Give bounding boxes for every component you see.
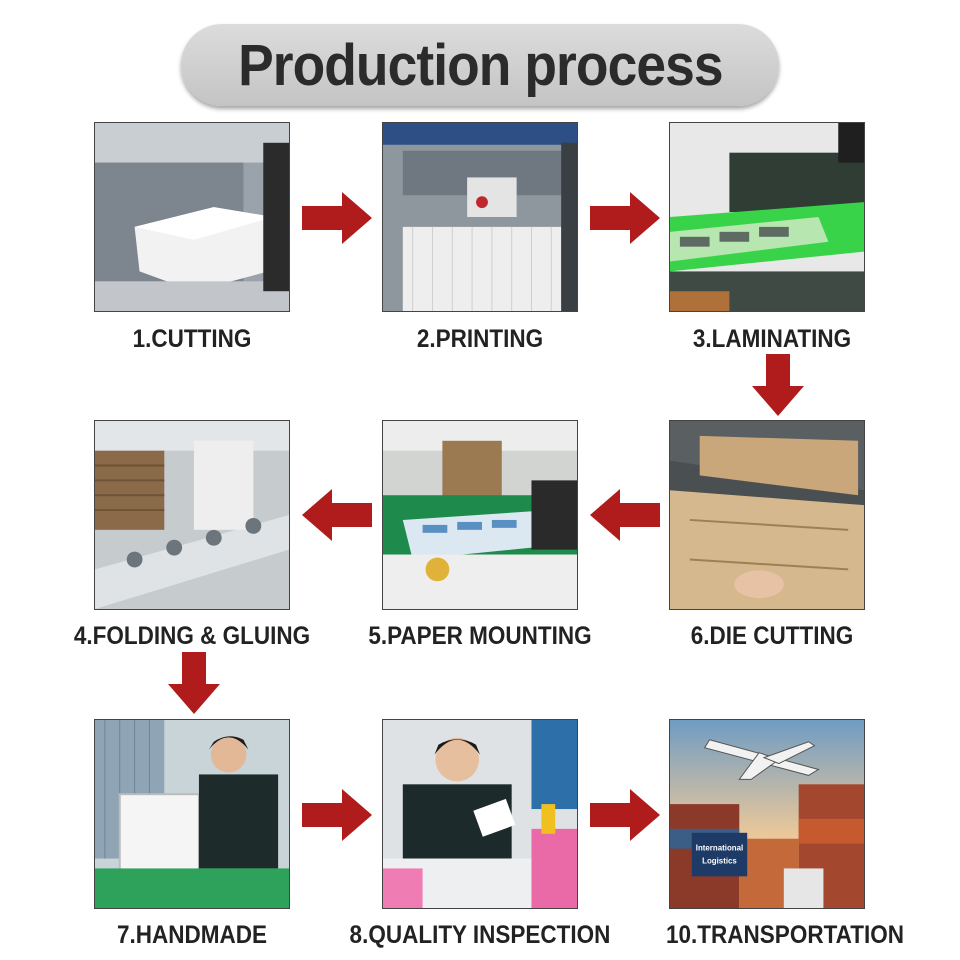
photo-cutting xyxy=(94,122,290,312)
title-banner: Production process xyxy=(181,24,779,106)
sign-line-2: Logistics xyxy=(702,856,737,865)
photo-paper-mounting xyxy=(382,420,578,610)
step-label-2: 2.PRINTING xyxy=(416,325,544,353)
page-title: Production process xyxy=(237,32,723,98)
arrow-down-2 xyxy=(168,652,220,714)
arrow-right-1 xyxy=(302,192,372,244)
step-label-3: 3.LAMINATING xyxy=(692,325,852,353)
photo-transportation: International Logistics xyxy=(669,719,865,909)
photo-printing xyxy=(382,122,578,312)
photo-quality-inspection xyxy=(382,719,578,909)
step-label-1: 1.CUTTING xyxy=(132,325,252,353)
photo-laminating xyxy=(669,122,865,312)
photo-folding-gluing xyxy=(94,420,290,610)
arrow-right-2 xyxy=(590,192,660,244)
arrow-left-2 xyxy=(590,489,660,541)
step-label-5: 5.PAPER MOUNTING xyxy=(368,622,592,650)
arrow-left-1 xyxy=(302,489,372,541)
step-label-4: 4.FOLDING & GLUING xyxy=(73,622,311,650)
step-label-7: 7.HANDMADE xyxy=(116,921,268,949)
step-label-6: 6.DIE CUTTING xyxy=(690,622,854,650)
step-label-8: 8.QUALITY INSPECTION xyxy=(349,921,611,949)
arrow-right-3 xyxy=(302,789,372,841)
step-label-10: 10.TRANSPORTATION xyxy=(666,921,904,949)
sign-line-1: International xyxy=(696,844,743,853)
photo-die-cutting xyxy=(669,420,865,610)
photo-handmade xyxy=(94,719,290,909)
arrow-right-4 xyxy=(590,789,660,841)
arrow-down-1 xyxy=(752,354,804,416)
